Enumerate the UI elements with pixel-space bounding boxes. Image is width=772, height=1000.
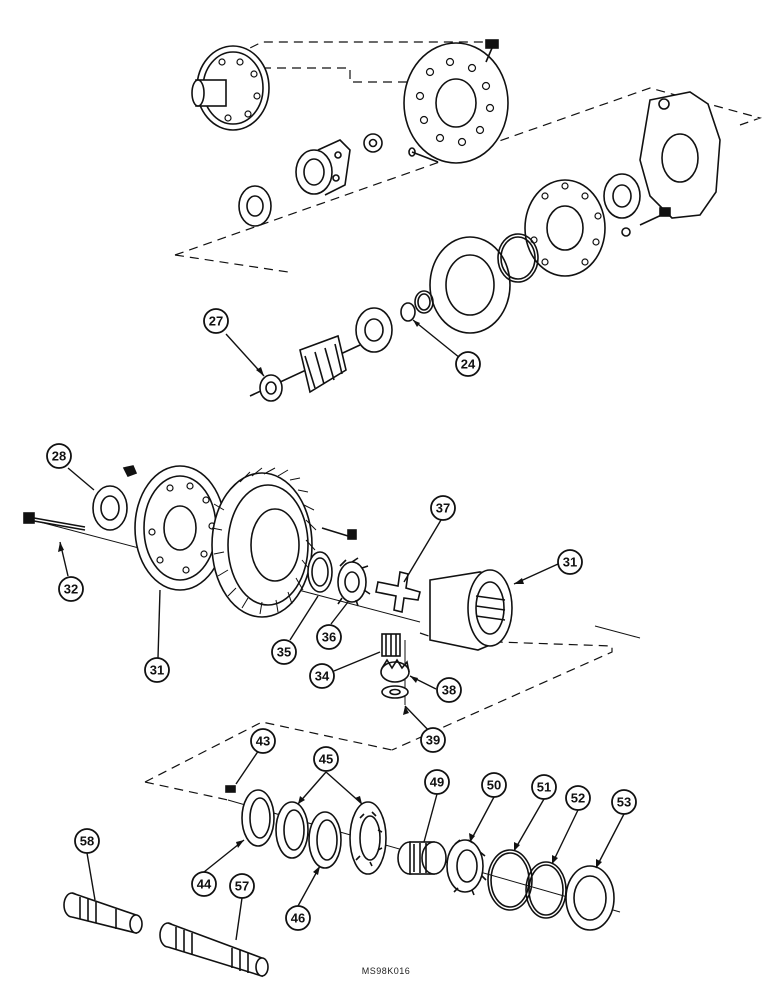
oil-seal-top [238,185,272,227]
pin-43 [225,785,236,793]
shaft-58 [63,892,143,935]
washer-39 [381,685,409,699]
thrust-washer-35 [307,551,333,593]
callout-label: 31 [563,555,577,570]
flanged-hub [191,45,270,131]
callout-label: 24 [461,357,476,372]
callout-label: 45 [319,752,333,767]
disc-45b [349,801,387,875]
callout: 44 [191,871,217,897]
callout-label: 44 [197,877,212,892]
snap-ring-52 [525,861,567,919]
callout-label: 35 [277,645,291,660]
cotter-pin [408,147,439,163]
callout: 50 [481,772,507,798]
spider-37 [375,571,421,613]
bolt-ring-gear [321,527,357,540]
leader-lines [59,319,625,941]
callout-label: 50 [487,778,501,793]
callout-label: 27 [209,314,223,329]
callout-label: 38 [442,683,456,698]
callout: 58 [74,828,100,854]
gear-50 [446,839,487,896]
gear-38 [380,658,410,683]
hub-49 [397,841,447,875]
housing-plate [639,91,721,219]
callout-label: 43 [256,734,270,749]
bearing-24 [355,307,393,353]
callout: 35 [271,639,297,665]
callout: 27 [203,308,229,334]
callout-label: 58 [80,834,94,849]
nut-28 [122,465,138,478]
shaft-57 [159,922,269,978]
callout-label: 37 [436,501,450,516]
callout-label: 46 [291,911,305,926]
bolt-32 [23,512,86,531]
callout-label: 28 [52,449,66,464]
callout: 31 [557,549,583,575]
ring-gasket [429,236,511,334]
diff-case-half [134,465,226,591]
bearing-53 [565,865,615,931]
callout: 57 [229,873,255,899]
callout: 34 [309,663,335,689]
friction-disc-44 [241,789,275,847]
stud-bolt [621,207,671,237]
bearing-28 [92,485,128,531]
leader-arrowheads [58,320,602,875]
callout-label: 57 [235,879,249,894]
plate-45a [275,801,309,859]
callout: 49 [424,769,450,795]
callout: 37 [430,495,456,521]
callout: 31 [144,657,170,683]
callout: 32 [58,576,84,602]
callout: 51 [531,774,557,800]
callout-label: 52 [571,791,585,806]
ring-gear [211,467,317,618]
callout-label: 51 [537,780,551,795]
bolt-top [485,39,499,63]
bearing-carrier [524,179,606,277]
callout-label: 53 [617,795,631,810]
pinion-gear-34 [381,633,401,657]
callout: 45 [313,746,339,772]
axis-lines [39,521,641,705]
callout: 38 [436,677,462,703]
side-gear-36 [337,557,371,607]
snap-ring-top [497,233,539,283]
callout-label: 32 [64,582,78,597]
callout: 43 [250,728,276,754]
callout-label: 34 [315,669,330,684]
flange-yoke [295,139,351,196]
plate-46 [308,811,342,869]
callout-label: 36 [322,630,336,645]
drawing-code: MS98K016 [361,966,411,976]
callout: 24 [455,351,481,377]
callout-label: 39 [426,733,440,748]
diff-case-31b [429,569,513,651]
callout-label: 31 [150,663,164,678]
callout: 28 [46,443,72,469]
callout: 53 [611,789,637,815]
bearing-top-right [603,173,641,219]
callout: 52 [565,785,591,811]
snap-ring-51 [487,849,533,911]
nut-washer [363,133,383,153]
brake-disc [403,42,509,164]
callout: 36 [316,624,342,650]
spacer-24 [400,290,434,322]
seal-27 [259,374,283,402]
callout: 39 [420,727,446,753]
callout: 46 [285,905,311,931]
callout-label: 49 [430,775,444,790]
